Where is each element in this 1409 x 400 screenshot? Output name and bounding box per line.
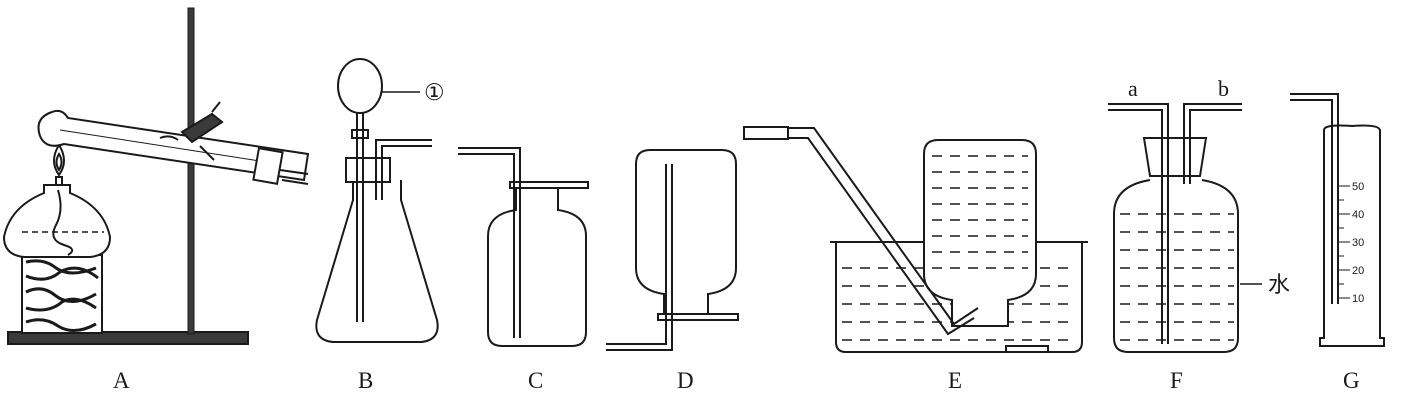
- bottle-d-plate: [657, 313, 739, 321]
- tube-b-label: b: [1218, 76, 1229, 101]
- cylinder-scale-ticks: [1338, 185, 1350, 299]
- label-f: F: [1170, 368, 1183, 393]
- scale-50: 50: [1352, 181, 1364, 193]
- trough-support: [1005, 345, 1049, 353]
- label-a: A: [113, 368, 130, 393]
- scale-10: 10: [1352, 293, 1364, 305]
- stand-rod: [187, 7, 195, 335]
- flask-delivery-tube: [375, 139, 432, 200]
- scale-40: 40: [1352, 209, 1364, 221]
- apparatus-f: [1108, 103, 1262, 353]
- wood-grain: [25, 259, 99, 332]
- bottle-f-water: [1120, 213, 1234, 341]
- gas-bottle-d: [635, 149, 737, 315]
- scale-30: 30: [1352, 237, 1364, 249]
- label-g: G: [1343, 368, 1360, 393]
- test-tube-inner: [59, 129, 261, 162]
- cylinder-tube: [1290, 93, 1339, 304]
- graduated-cylinder: [1319, 124, 1385, 347]
- inverted-bottle-e: [923, 139, 1037, 327]
- funnel-marker: ①: [424, 80, 445, 105]
- lamp-wick: [52, 176, 74, 256]
- apparatus-a: [2, 7, 310, 345]
- delivery-tube-stub: [279, 169, 309, 185]
- bottle-c-tube: [458, 147, 521, 338]
- label-d: D: [677, 368, 694, 393]
- apparatus-g: [1290, 93, 1385, 347]
- label-b: B: [358, 368, 373, 393]
- funnel-stem: [356, 112, 364, 322]
- apparatus-c: [458, 147, 589, 347]
- separatory-funnel-bulb: [337, 58, 383, 114]
- gas-bottle-c: [487, 186, 587, 347]
- bottle-d-tube: [606, 164, 673, 351]
- water-label: 水: [1268, 273, 1290, 298]
- bottle-c-cover: [509, 181, 589, 189]
- conical-flask: [315, 180, 439, 343]
- flask-stopper: [345, 157, 391, 183]
- bottle-f-tube-a: [1108, 103, 1169, 344]
- stand-base: [7, 331, 249, 345]
- tube-stopper: [252, 147, 284, 185]
- apparatus-b: [315, 58, 439, 343]
- bottle-e-tube: [788, 127, 979, 336]
- tube-a-label: a: [1128, 76, 1138, 101]
- stand-clamp: [180, 101, 224, 161]
- clamp-jaw: [159, 135, 179, 141]
- apparatus-d: [606, 149, 739, 351]
- lamp-flame-inner: [55, 152, 63, 172]
- funnel-stopcock: [351, 129, 369, 139]
- rubber-connector: [743, 126, 789, 140]
- bottle-f-stopper: [1142, 137, 1208, 177]
- test-tube: [37, 109, 310, 182]
- label-e: E: [948, 368, 962, 393]
- apparatus-e: [743, 126, 1088, 353]
- scale-20: 20: [1352, 265, 1364, 277]
- washing-bottle: [1113, 179, 1239, 353]
- label-c: C: [528, 368, 543, 393]
- bottle-f-tube-b: [1183, 103, 1242, 184]
